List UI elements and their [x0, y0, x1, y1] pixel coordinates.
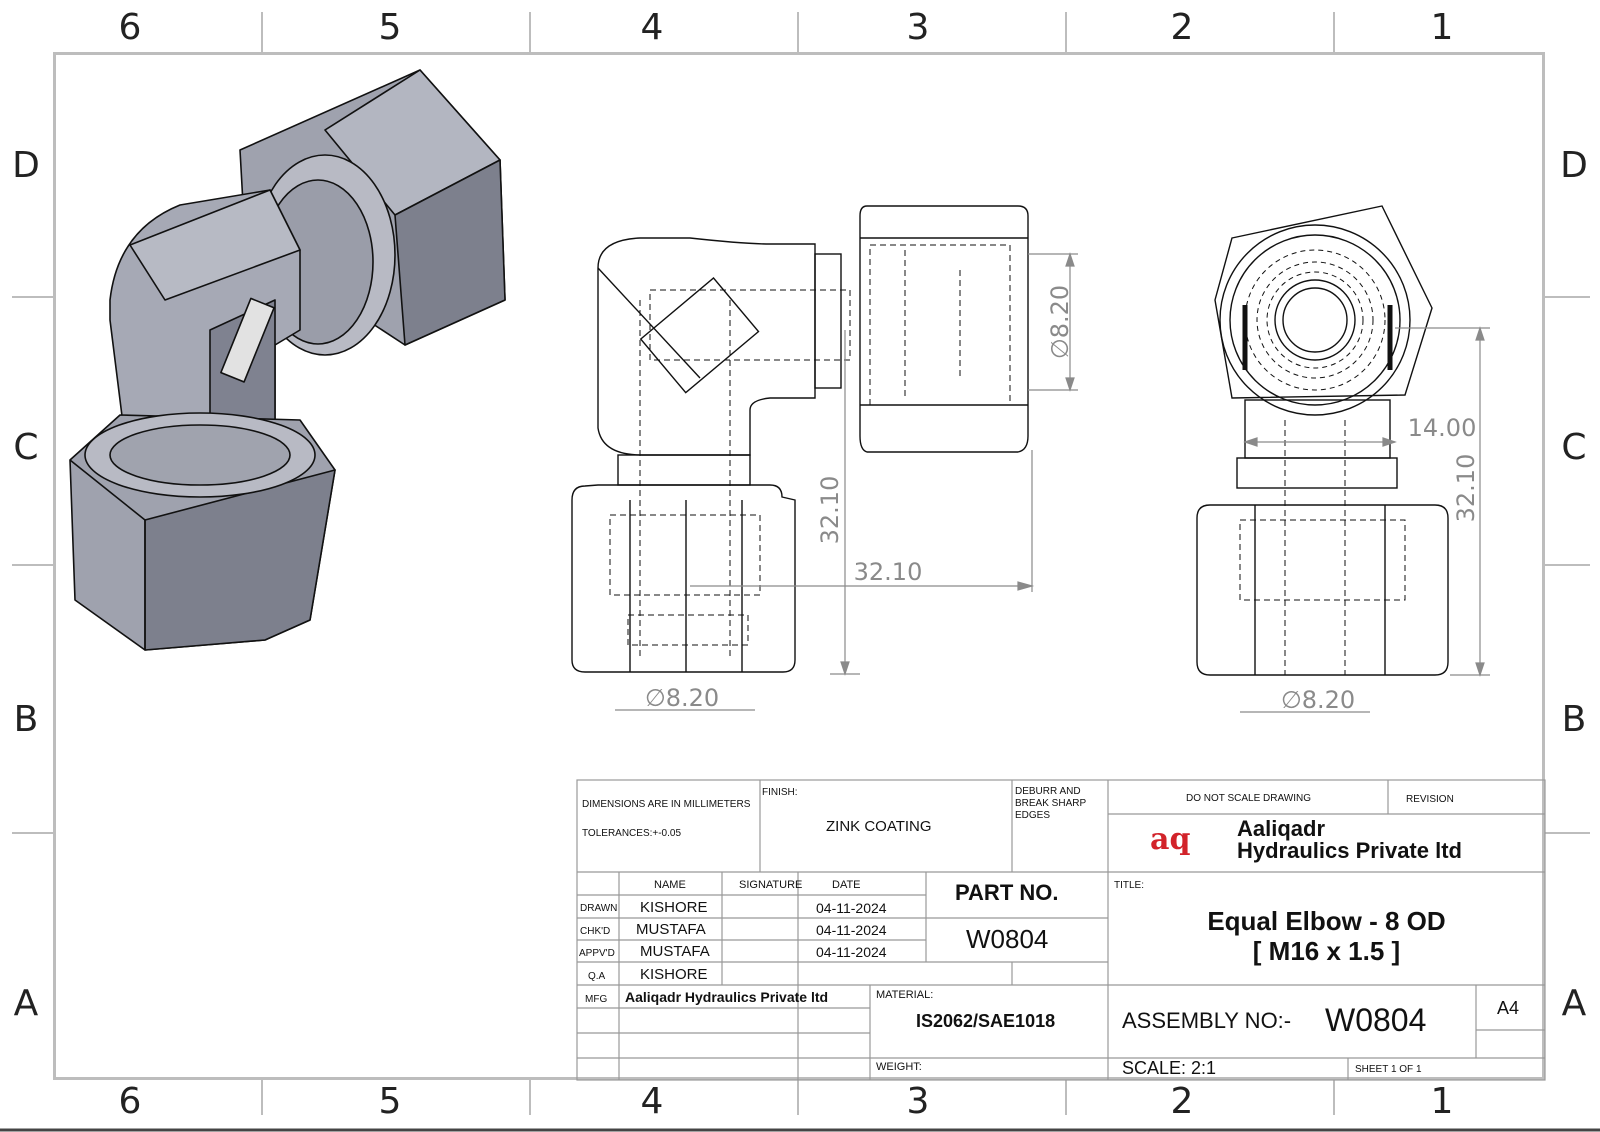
tb-weight-label: WEIGHT:: [876, 1061, 922, 1073]
tb-assembly-value: W0804: [1325, 1002, 1427, 1038]
tb-finish-value: ZINK COATING: [826, 818, 932, 835]
tb-col-date: DATE: [832, 879, 861, 891]
tb-row-name: KISHORE: [640, 899, 708, 916]
tb-assembly-label: ASSEMBLY NO:-: [1122, 1008, 1292, 1033]
side-view: [1196, 205, 1449, 676]
zone-col-3-top: 3: [906, 7, 930, 48]
tb-row-name: MUSTAFA: [640, 943, 710, 960]
tb-do-not-scale: DO NOT SCALE DRAWING: [1186, 793, 1312, 804]
zone-col-1-bottom: 1: [1430, 1081, 1454, 1122]
zone-col-6-top: 6: [118, 7, 142, 48]
zone-col-4-bottom: 4: [640, 1081, 664, 1122]
tb-sheet-size: A4: [1497, 998, 1520, 1018]
tb-col-signature: SIGNATURE: [739, 879, 803, 891]
zone-col-2-top: 2: [1170, 7, 1194, 48]
zone-row-a-left: A: [13, 983, 39, 1024]
zone-col-5-bottom: 5: [378, 1081, 402, 1122]
company-logo: aq: [1150, 822, 1191, 857]
tb-row-role: Q.A: [588, 971, 606, 982]
tb-row-date: 04-11-2024: [816, 922, 887, 938]
tb-col-name: NAME: [654, 879, 686, 891]
tb-mfg-value: Aaliqadr Hydraulics Private ltd: [625, 989, 829, 1005]
zone-row-c-left: C: [13, 427, 39, 468]
logo-plate-front: [639, 276, 760, 394]
tb-row-date: 04-11-2024: [816, 900, 887, 916]
logo-plate-iso: [220, 297, 275, 383]
tb-tolerances: TOLERANCES:+-0.05: [582, 828, 682, 839]
front-view: [571, 205, 1029, 673]
zone-row-c-right: C: [1561, 427, 1587, 468]
tb-sheet: SHEET 1 OF 1: [1355, 1064, 1422, 1075]
tb-scale: SCALE: 2:1: [1122, 1058, 1217, 1078]
dim-side-height: 32.10: [1452, 454, 1480, 523]
zone-row-a-right: A: [1561, 983, 1587, 1024]
tb-material-value: IS2062/SAE1018: [916, 1011, 1056, 1031]
zone-col-4-top: 4: [640, 7, 664, 48]
tb-drawing-title: Equal Elbow - 8 OD[ M16 x 1.5 ]: [1207, 906, 1446, 966]
zone-row-d-right: D: [1560, 145, 1588, 186]
zone-col-3-bottom: 3: [906, 1081, 930, 1122]
zone-col-5-top: 5: [378, 7, 402, 48]
tb-row-role: APPV'D: [579, 948, 615, 959]
zone-row-d-left: D: [12, 145, 40, 186]
dim-front-port: ∅8.20: [645, 684, 719, 712]
tb-finish-label: FINISH:: [762, 787, 798, 798]
zone-col-6-bottom: 6: [118, 1081, 142, 1122]
dim-front-height: 32.10: [816, 476, 844, 545]
dim-front-bore: ∅8.20: [1046, 285, 1074, 359]
tb-row-role: CHK'D: [580, 926, 611, 937]
tb-material-label: MATERIAL:: [876, 989, 934, 1001]
zone-row-b-left: B: [13, 699, 39, 740]
dim-side-port: ∅8.20: [1281, 686, 1355, 714]
zone-row-b-right: B: [1561, 699, 1587, 740]
drawing-frame: [53, 52, 1545, 1080]
dimension-lines: [615, 252, 1490, 713]
tb-row-name: KISHORE: [640, 966, 708, 983]
dim-front-width: 32.10: [854, 558, 923, 586]
zone-col-2-bottom: 2: [1170, 1081, 1194, 1122]
tb-row-name: MUSTAFA: [636, 921, 706, 938]
tb-part-no-value: W0804: [966, 924, 1049, 954]
tb-mfg-label: MFG: [585, 994, 608, 1005]
zone-col-1-top: 1: [1430, 7, 1454, 48]
zone-ticks: [12, 12, 1590, 1115]
tb-dimensions-note: DIMENSIONS ARE IN MILLIMETERS: [582, 799, 751, 810]
title-block-grid: [576, 779, 1546, 1081]
tb-row-role: DRAWN: [580, 903, 618, 914]
tb-title-label: TITLE:: [1114, 880, 1145, 891]
tb-part-no-label: PART NO.: [955, 880, 1059, 905]
tb-row-date: 04-11-2024: [816, 944, 887, 960]
isometric-view: [69, 69, 506, 651]
tb-revision-label: REVISION: [1406, 794, 1454, 805]
dim-side-width: 14.00: [1408, 414, 1477, 442]
